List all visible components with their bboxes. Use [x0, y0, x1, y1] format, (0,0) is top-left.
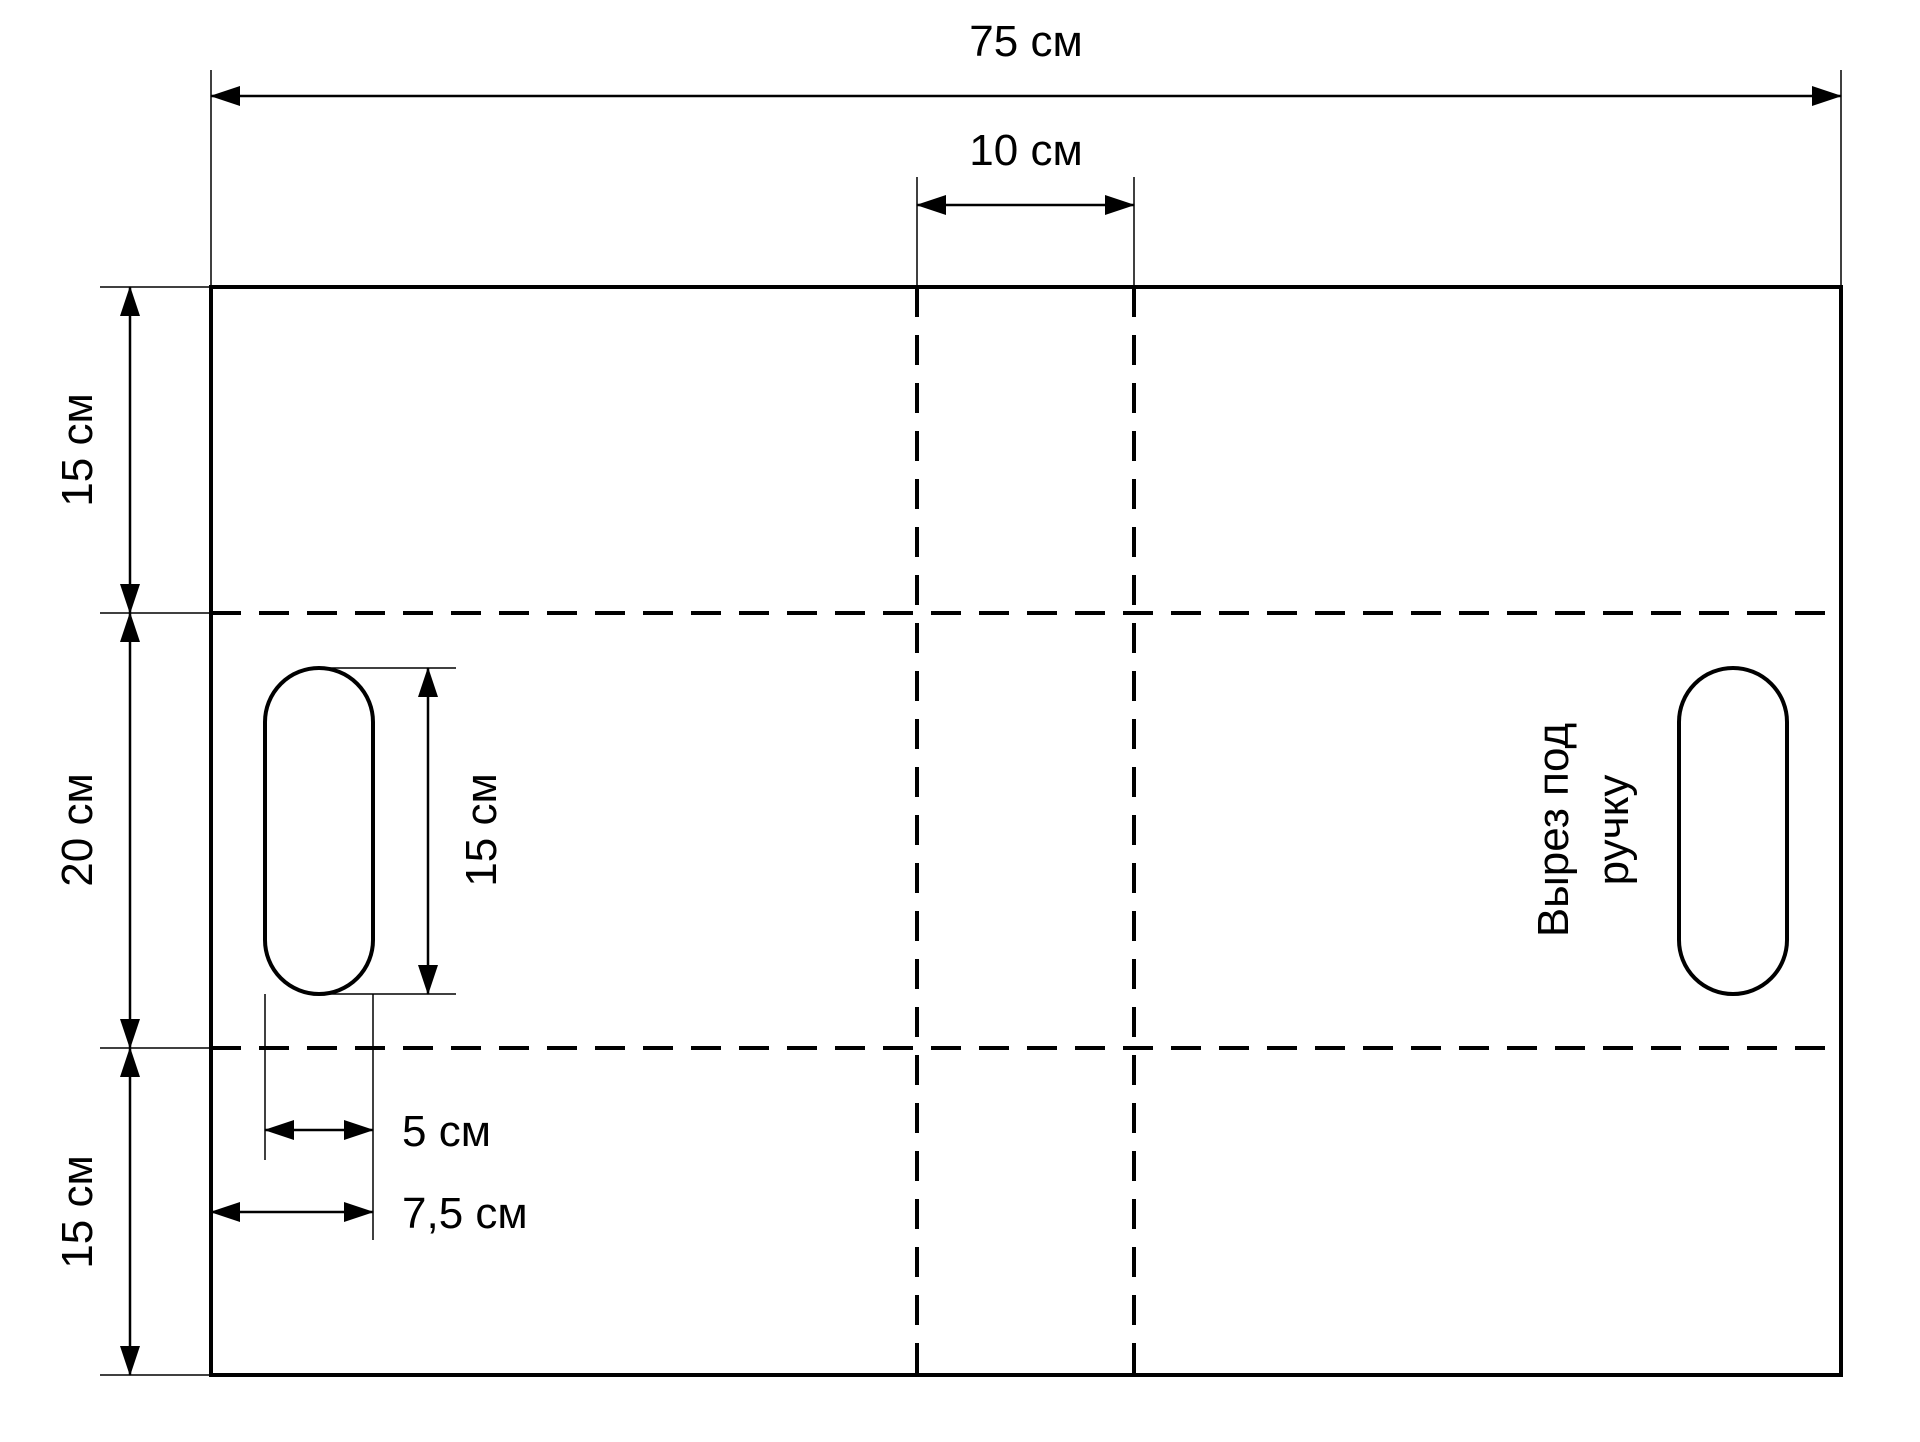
label-top-section-height: 15 см: [53, 393, 102, 506]
label-bottom-section-height: 15 см: [53, 1155, 102, 1268]
annotation-line-1: Вырез под: [1529, 723, 1578, 937]
handle-cutout-left: [263, 666, 375, 996]
label-middle-section-height: 20 см: [53, 773, 102, 886]
handle-cutout-right: [1677, 666, 1789, 996]
annotation-line-2: ручку: [1589, 775, 1638, 886]
handle-cutout-annotation: Вырез под ручку: [1529, 723, 1638, 937]
label-handle-height: 15 см: [457, 773, 506, 886]
label-handle-width: 5 см: [402, 1107, 491, 1156]
label-handle-offset: 7,5 см: [402, 1189, 528, 1238]
fold-lines: [211, 287, 1841, 1375]
extension-lines: [100, 70, 1842, 1376]
label-center-strip-width: 10 см: [969, 126, 1082, 175]
label-total-width: 75 см: [969, 17, 1082, 66]
sheet-outline: [209, 285, 1843, 1377]
dimension-lines: [120, 86, 1842, 1376]
